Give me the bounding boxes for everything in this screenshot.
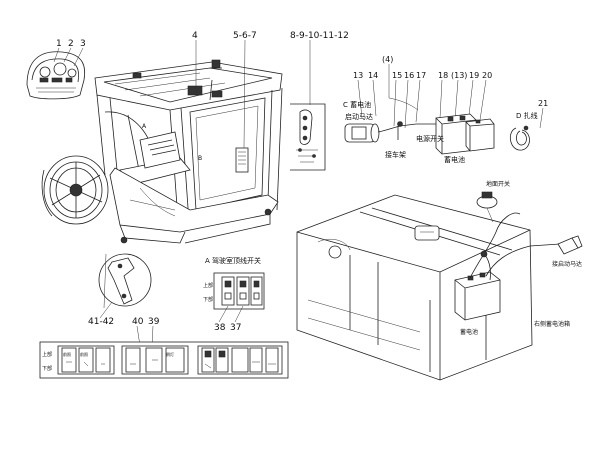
- callout-4b: (4): [382, 55, 393, 64]
- start-motor-label: 启动马达: [345, 112, 373, 121]
- callout-3: 3: [80, 39, 86, 49]
- callout-40: 40: [132, 317, 144, 327]
- callout-13: 13: [353, 71, 363, 80]
- starter-connector-detail: [557, 235, 583, 255]
- battery-detail-c: [344, 113, 495, 155]
- ground-switch-label: 地面开关: [486, 180, 510, 188]
- battery-c-label: 蓄电池: [444, 155, 465, 164]
- callout-5-7: 5-6-7: [233, 31, 257, 41]
- cable-tie-detail: [509, 125, 530, 151]
- callout-14: 14: [368, 71, 378, 80]
- callout-4: 4: [192, 31, 198, 41]
- steering-wheel: [41, 155, 109, 225]
- bracket-41-42: [98, 253, 152, 309]
- callout-38: 38: [214, 323, 226, 333]
- callout-17: 17: [416, 71, 426, 80]
- battery-r-label: 蓄电池: [460, 328, 478, 336]
- battery-box-assembly: [296, 194, 561, 381]
- instrument-cluster: [26, 51, 86, 100]
- callout-21: 21: [538, 99, 548, 108]
- panel-main-up-label: 上部: [42, 351, 52, 358]
- frame-ground-label: 接车架: [385, 150, 406, 159]
- callout-20: 20: [482, 71, 492, 80]
- section-c-title: C 蓄电池: [343, 100, 371, 109]
- roof-switch-panel: [213, 272, 265, 310]
- callout-2: 2: [68, 39, 74, 49]
- callout-13b: (13): [451, 71, 467, 80]
- callout-16: 16: [404, 71, 414, 80]
- power-switch-label: 电源开关: [416, 134, 444, 143]
- callout-41-42: 41-42: [88, 317, 114, 327]
- callout-8-12: 8-9-10-11-12: [290, 31, 349, 41]
- callout-15: 15: [392, 71, 402, 80]
- panel-main-sw1: 前照: [63, 351, 71, 357]
- callout-1: 1: [56, 39, 62, 49]
- panel-main-sw8: 倒灯: [166, 351, 174, 357]
- cab-letter-a: A: [142, 123, 147, 130]
- wiring-bracket-detail: [290, 103, 326, 171]
- panel-main-sw2: 前照: [80, 351, 88, 357]
- start-motor-r-label: 接启动马达: [552, 260, 582, 268]
- leader-lines-c: [357, 64, 487, 129]
- panel-a-down-label: 下部: [203, 296, 213, 303]
- panel-main-down-label: 下部: [42, 365, 52, 372]
- battery-box-label: 右侧蓄电池箱: [534, 320, 570, 328]
- ground-switch-detail: [476, 191, 498, 223]
- callout-37: 37: [230, 323, 241, 333]
- panel-a-up-label: 上部: [203, 282, 213, 289]
- callout-39: 39: [148, 317, 160, 327]
- callout-19: 19: [469, 71, 479, 80]
- section-a-title: A 驾驶室顶线开关: [205, 256, 261, 265]
- main-switch-panel: [39, 341, 289, 379]
- callout-18: 18: [438, 71, 448, 80]
- section-d-title: D 扎线: [516, 111, 538, 120]
- cab-letter-b: B: [198, 155, 202, 162]
- operator-cab: [94, 59, 283, 244]
